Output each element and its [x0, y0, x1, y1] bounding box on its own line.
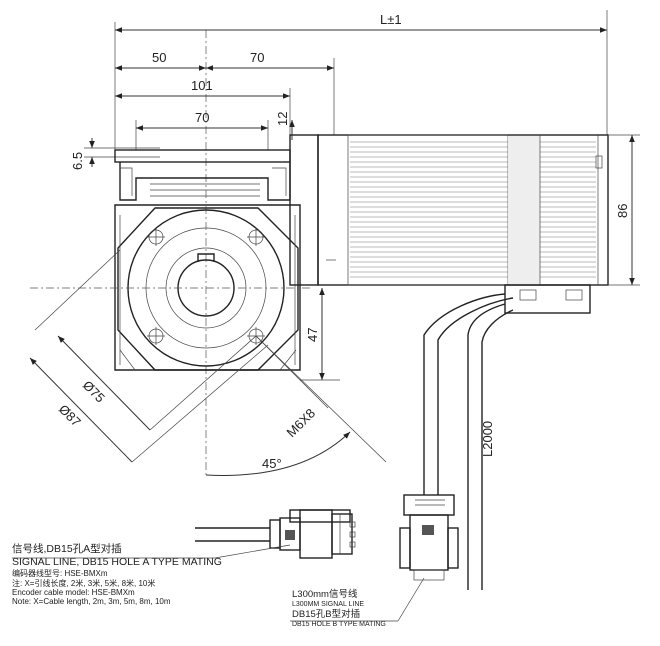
- db15-connector-b: [399, 470, 459, 581]
- note-encoder-en: Encoder cable model: HSE-BMXm: [12, 588, 135, 597]
- dim-47-group: 47: [300, 288, 340, 381]
- db15-connector-a: [195, 509, 356, 559]
- dim-70-mid: 70: [195, 110, 209, 125]
- mounting-holes: [147, 228, 265, 345]
- thread-angle-annotation: M6X8 45°: [205, 335, 387, 476]
- diameter-dimensions: Ø75 Ø87: [29, 249, 269, 463]
- dim-47: 47: [305, 328, 320, 342]
- note-signal-en: SIGNAL LINE, DB15 HOLE A TYPE MATING: [12, 556, 222, 568]
- dim-86-group: 86: [608, 134, 640, 286]
- notes-block: 信号线,DB15孔A型对插 SIGNAL LINE, DB15 HOLE A T…: [12, 542, 425, 628]
- top-dimensions: L±1 50 70 101 70 12 6.5: [70, 10, 608, 475]
- note-length-en: Note: X=Cable length, 2m, 3m, 5m, 8m, 10…: [12, 597, 171, 606]
- gearbox-housing: [30, 149, 310, 371]
- dim-12: 12: [275, 112, 290, 126]
- dim-angle: 45°: [262, 456, 282, 471]
- dim-6-5: 6.5: [70, 152, 85, 170]
- note-short-cn: L300mm信号线: [292, 588, 358, 600]
- dim-101: 101: [191, 78, 213, 93]
- note-length-cn: 注: X=引线长度, 2米, 3米, 5米, 8米, 10米: [12, 578, 155, 588]
- note-b-en: DB15 HOLE B TYPE MATING: [292, 621, 386, 628]
- dim-d87: Ø87: [56, 402, 84, 430]
- dim-thread: M6X8: [284, 405, 319, 440]
- note-short-en: L300MM SIGNAL LINE: [292, 601, 364, 608]
- dim-d75: Ø75: [80, 378, 108, 406]
- dim-overall-length: L±1: [380, 12, 402, 27]
- note-signal-cn: 信号线,DB15孔A型对插: [12, 542, 122, 555]
- dim-86: 86: [615, 204, 630, 218]
- note-b-cn: DB15孔B型对插: [292, 608, 361, 620]
- dim-50: 50: [152, 50, 166, 65]
- servo-motor-body: [289, 134, 609, 286]
- encoder-connector-box: [423, 284, 591, 590]
- dim-70-top: 70: [250, 50, 264, 65]
- dim-cable-length: L2000: [480, 421, 495, 457]
- note-encoder-cn: 编码器线型号: HSE-BMXm: [12, 568, 108, 578]
